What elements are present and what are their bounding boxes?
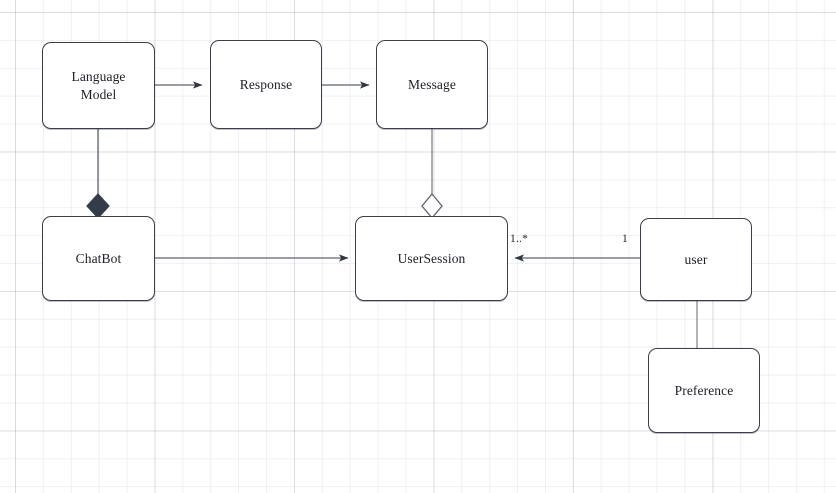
node-message[interactable]: Message [376, 40, 488, 129]
node-response[interactable]: Response [210, 40, 322, 129]
node-user[interactable]: user [640, 218, 752, 301]
hollow-diamond-marker [421, 192, 443, 220]
filled-diamond-marker [86, 193, 110, 219]
edge-language-model-to-chatbot [86, 129, 110, 219]
edge-label-multiplicity-usersession-side: 1..* [510, 233, 529, 245]
node-label-language-model: Language Model [71, 68, 126, 102]
node-usersession[interactable]: UserSession [355, 216, 508, 301]
node-language-model[interactable]: Language Model [42, 42, 155, 129]
node-label-chatbot: ChatBot [75, 250, 122, 266]
node-label-response: Response [239, 76, 293, 92]
edge-message-to-usersession [421, 129, 443, 220]
node-label-message: Message [408, 76, 456, 92]
node-label-preference: Preference [674, 382, 734, 398]
node-chatbot[interactable]: ChatBot [42, 216, 155, 301]
edge-label-multiplicity-user-side: 1 [622, 233, 628, 245]
node-label-usersession: UserSession [397, 250, 466, 266]
node-label-user: user [684, 251, 708, 267]
node-preference[interactable]: Preference [648, 348, 760, 433]
